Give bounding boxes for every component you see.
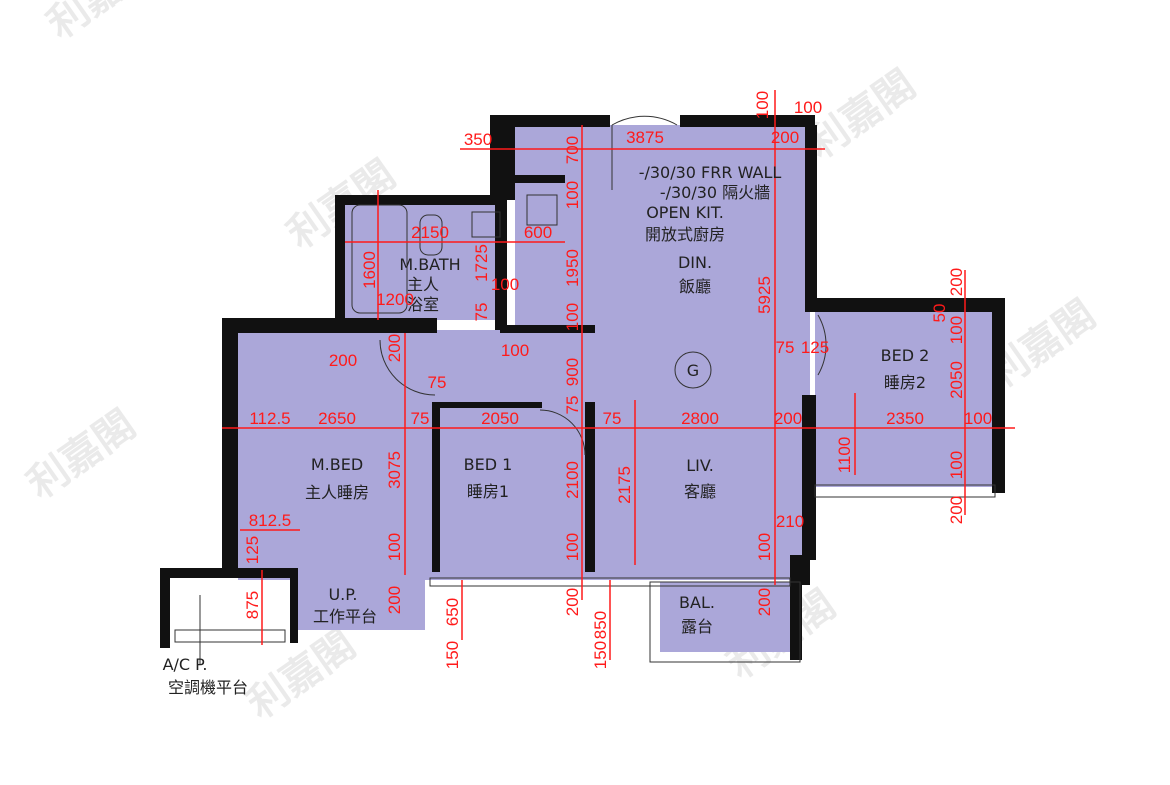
room-labels: -/30/30 FRR WALL -/30/30 隔火牆 OPEN KIT. 開…	[163, 163, 930, 697]
dimension-label: 75	[603, 409, 622, 428]
dimension-label: 850	[591, 611, 610, 639]
dimension-label: 100	[794, 98, 822, 117]
dimension-label: 200	[385, 586, 404, 614]
balcony-label-zh: 露台	[681, 617, 713, 636]
master-bath-label-zh2: 浴室	[407, 295, 439, 314]
dimension-label: 100	[563, 533, 582, 561]
frr-wall-label-zh: -/30/30 隔火牆	[660, 183, 770, 202]
dimension-label: 100	[501, 341, 529, 360]
dimension-label: 5925	[755, 276, 774, 314]
dimension-label: 100	[563, 181, 582, 209]
balcony-label: BAL.	[679, 593, 715, 612]
utility-platform-label: U.P.	[328, 585, 357, 604]
dimension-label: 75	[472, 303, 491, 322]
ac-platform-label: A/C P.	[163, 655, 208, 674]
dimension-label: 2800	[681, 409, 719, 428]
frr-wall-label: -/30/30 FRR WALL	[639, 163, 782, 182]
dimension-label: 700	[563, 136, 582, 164]
dimension-label: 125	[801, 338, 829, 357]
dimension-label: 2175	[615, 466, 634, 504]
dimension-label: 200	[755, 588, 774, 616]
dimension-label: 50	[930, 304, 949, 323]
dimension-label: 100	[385, 533, 404, 561]
dimension-label: 200	[385, 334, 404, 362]
dimension-label: 150	[591, 641, 610, 669]
walls	[160, 115, 1005, 660]
dining-label-zh: 飯廳	[679, 277, 711, 296]
dimension-label: 2050	[481, 409, 519, 428]
dimension-label: 75	[776, 338, 795, 357]
living-label: LIV.	[686, 456, 714, 475]
dimension-label: 100	[491, 275, 519, 294]
dimension-label: 112.5	[249, 409, 290, 428]
dimension-label: 1600	[360, 251, 379, 289]
dimension-label: 1725	[472, 244, 491, 282]
dimension-label: 200	[563, 588, 582, 616]
dimension-label: 210	[776, 512, 804, 531]
master-bath-label-zh1: 主人	[407, 275, 439, 294]
dimension-label: 1100	[835, 437, 854, 474]
master-bed-label: M.BED	[311, 455, 363, 474]
open-kitchen-label-zh: 開放式廚房	[645, 225, 725, 244]
bed2-label-zh: 睡房2	[884, 373, 926, 392]
svg-text:利嘉閣: 利嘉閣	[39, 0, 164, 48]
dimension-label: 2100	[563, 461, 582, 499]
dimension-labels: 350 3875 200 100 100 700 100 2150 600 19…	[243, 91, 992, 669]
dimension-label: 650	[443, 598, 462, 626]
dimension-label: 125	[243, 536, 262, 564]
master-bath-label: M.BATH	[399, 255, 460, 274]
dimension-label: 2150	[411, 223, 449, 242]
dimension-label: 1200	[376, 290, 414, 309]
dimension-lines	[222, 90, 1015, 660]
dimension-label: 200	[771, 128, 799, 147]
dimension-label: 100	[563, 303, 582, 331]
dimension-label: 100	[947, 316, 966, 344]
open-kitchen-label: OPEN KIT.	[646, 203, 724, 222]
dimension-label: 200	[329, 351, 357, 370]
dimension-label: 1950	[563, 249, 582, 287]
dimension-label: 600	[524, 223, 552, 242]
dimension-label: 100	[755, 533, 774, 561]
dimension-label: 2350	[886, 409, 924, 428]
dimension-label: 100	[753, 91, 772, 119]
dimension-label: 75	[563, 396, 582, 415]
utility-platform-label-zh: 工作平台	[313, 607, 377, 626]
dimension-label: 875	[243, 591, 262, 619]
dimension-label: 350	[464, 130, 492, 149]
dimension-label: 150	[443, 641, 462, 669]
living-label-zh: 客廳	[684, 482, 716, 501]
dimension-label: 100	[964, 409, 992, 428]
master-bed-label-zh: 主人睡房	[305, 483, 369, 502]
bed2-label: BED 2	[881, 346, 930, 365]
bed1-label-zh: 睡房1	[467, 482, 509, 501]
dimension-label: 200	[947, 268, 966, 296]
dimension-label: 3075	[385, 451, 404, 489]
dimension-label: 812.5	[249, 511, 292, 530]
dimension-label: 3875	[626, 128, 664, 147]
dimension-label: 75	[411, 409, 430, 428]
dimension-label: 2650	[318, 409, 356, 428]
ac-platform-label-zh: 空調機平台	[168, 678, 248, 697]
dimension-label: 900	[563, 358, 582, 386]
svg-text:利嘉閣: 利嘉閣	[239, 621, 364, 728]
dimension-label: 2050	[947, 361, 966, 399]
dimension-label: 100	[947, 451, 966, 479]
gas-meter-icon: G	[687, 361, 699, 380]
svg-text:利嘉閣: 利嘉閣	[19, 401, 144, 508]
dining-label: DIN.	[678, 253, 712, 272]
dimension-label: 75	[428, 373, 447, 392]
dimension-label: 200	[947, 496, 966, 524]
bed1-label: BED 1	[464, 455, 513, 474]
dimension-label: 200	[774, 409, 802, 428]
